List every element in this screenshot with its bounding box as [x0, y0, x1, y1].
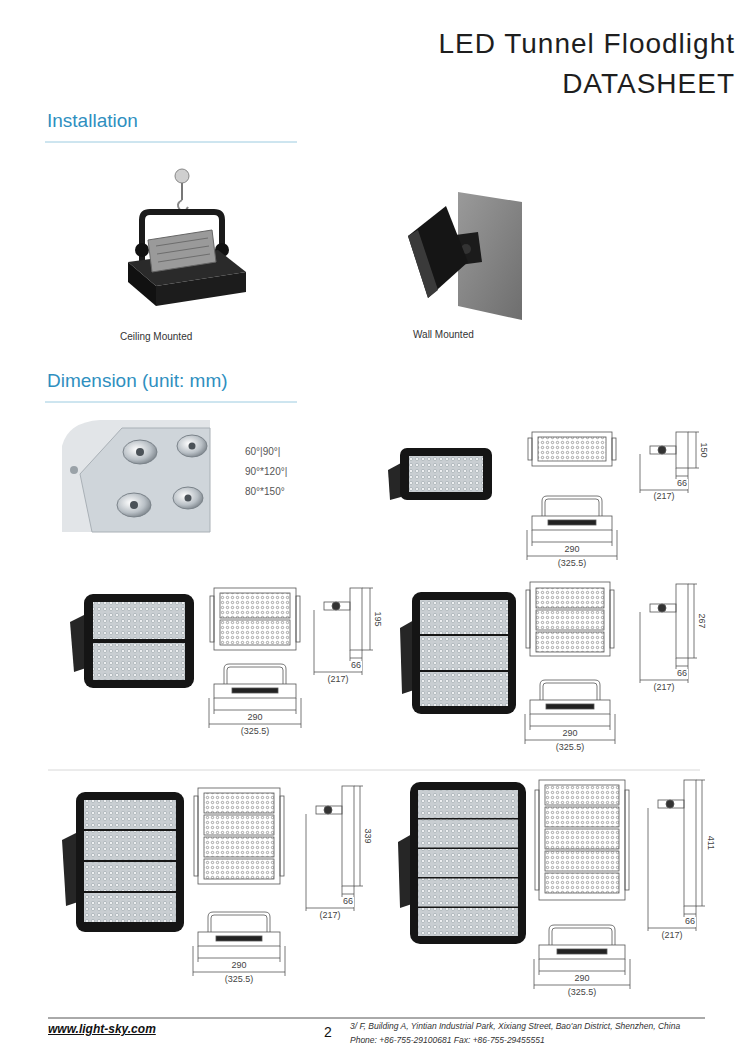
dimension-value: 66 — [676, 479, 688, 489]
image-caption: Wall Mounted — [413, 329, 474, 341]
dimension-value: (217) — [652, 492, 675, 502]
dimension-value: (217) — [652, 683, 675, 693]
dimension-value: 290 — [230, 961, 247, 971]
floodlight-render — [62, 792, 184, 932]
dimension-value: 267 — [697, 612, 707, 629]
dimension-value: 195 — [373, 610, 383, 627]
dimension-value: (217) — [660, 931, 683, 941]
dimension-value: 66 — [684, 917, 696, 927]
footer-rule — [48, 1018, 705, 1019]
address-line: 3/ F, Building A, Yintian Industrial Par… — [350, 1021, 680, 1031]
dimension-value: 66 — [350, 661, 362, 671]
dimension-value: 290 — [573, 974, 590, 984]
page-number: 2 — [324, 1024, 332, 1041]
dimension-value: 290 — [246, 713, 263, 723]
floodlight-render — [398, 782, 526, 944]
dimension-value: 290 — [563, 545, 580, 555]
floodlight-render — [70, 594, 194, 688]
dimension-value: (325.5) — [555, 743, 586, 753]
dimension-value: 150 — [699, 441, 709, 458]
wall-mounted-light — [408, 192, 522, 320]
beam-angle-list: 60°|90°| 90°*120°| 80°*150° — [245, 442, 305, 502]
dimension-value: 290 — [561, 729, 578, 739]
section-rule — [45, 142, 297, 143]
dimension-value: (325.5) — [240, 727, 271, 737]
dimension-value: (217) — [326, 675, 349, 685]
dimension-value: (325.5) — [567, 988, 598, 998]
floodlight-render — [388, 448, 492, 500]
dimension-value: (217) — [318, 911, 341, 921]
dimension-value: 339 — [363, 827, 373, 844]
section-heading: Installation — [47, 110, 138, 133]
ceiling-mounted-light — [128, 169, 246, 306]
website-link: www.light-sky.com — [48, 1022, 156, 1036]
page-title: LED Tunnel Floodlight DATASHEET — [355, 24, 735, 104]
image-caption: Ceiling Mounted — [120, 331, 192, 343]
section-heading: Dimension (unit: mm) — [47, 370, 228, 393]
contact-line: Phone: +86-755-29100681 Fax: +86-755-294… — [350, 1035, 545, 1045]
divider-line — [48, 770, 700, 771]
dimension-value: 411 — [705, 835, 715, 851]
section-rule — [45, 402, 297, 403]
technical-drawing — [193, 432, 705, 989]
dimension-value: 66 — [676, 669, 688, 679]
lens-photo — [62, 420, 210, 532]
dimension-value: (325.5) — [557, 559, 588, 569]
dimension-value: (325.5) — [224, 975, 255, 985]
floodlight-render — [400, 592, 516, 714]
dimension-value: 66 — [342, 897, 354, 907]
